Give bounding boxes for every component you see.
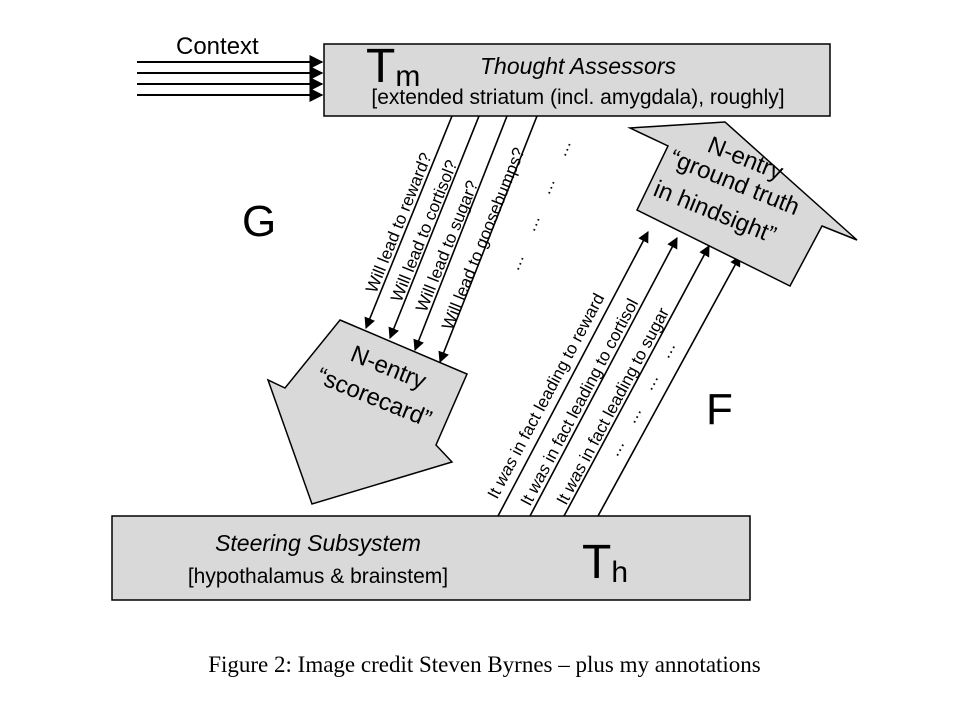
thought-assessors-title: Thought Assessors bbox=[480, 53, 677, 79]
label-f: F bbox=[706, 385, 733, 434]
figure-caption: Figure 2: Image credit Steven Byrnes – p… bbox=[208, 652, 761, 677]
up-ellipsis-4: … bbox=[655, 338, 680, 362]
down-ellipsis-2: … bbox=[520, 212, 544, 235]
thought-assessors-symbol: Tm bbox=[366, 40, 420, 93]
context-label: Context bbox=[176, 33, 259, 60]
label-g: G bbox=[242, 197, 276, 246]
steering-subsystem-box bbox=[111, 515, 751, 601]
context-arrows bbox=[137, 55, 324, 102]
scorecard-arrow bbox=[266, 319, 468, 505]
down-arrow-lines bbox=[364, 115, 538, 364]
steering-subsystem-symbol: Th bbox=[582, 536, 628, 589]
ground-truth-arrow bbox=[627, 121, 858, 287]
down-ellipsis-3: … bbox=[535, 175, 559, 198]
down-ellipsis-1: … bbox=[504, 251, 528, 274]
down-ellipsis-4: … bbox=[551, 137, 575, 160]
thought-assessors-box bbox=[323, 43, 831, 117]
up-ellipsis-1: … bbox=[604, 436, 629, 460]
up-ellipsis-2: … bbox=[621, 403, 646, 427]
up-ellipsis-3: … bbox=[638, 370, 663, 394]
thought-assessors-subtitle: [extended striatum (incl. amygdala), rou… bbox=[371, 86, 784, 109]
steering-subsystem-title: Steering Subsystem bbox=[215, 530, 421, 556]
up-arrow-lines bbox=[497, 231, 741, 517]
steering-subsystem-subtitle: [hypothalamus & brainstem] bbox=[188, 565, 448, 588]
